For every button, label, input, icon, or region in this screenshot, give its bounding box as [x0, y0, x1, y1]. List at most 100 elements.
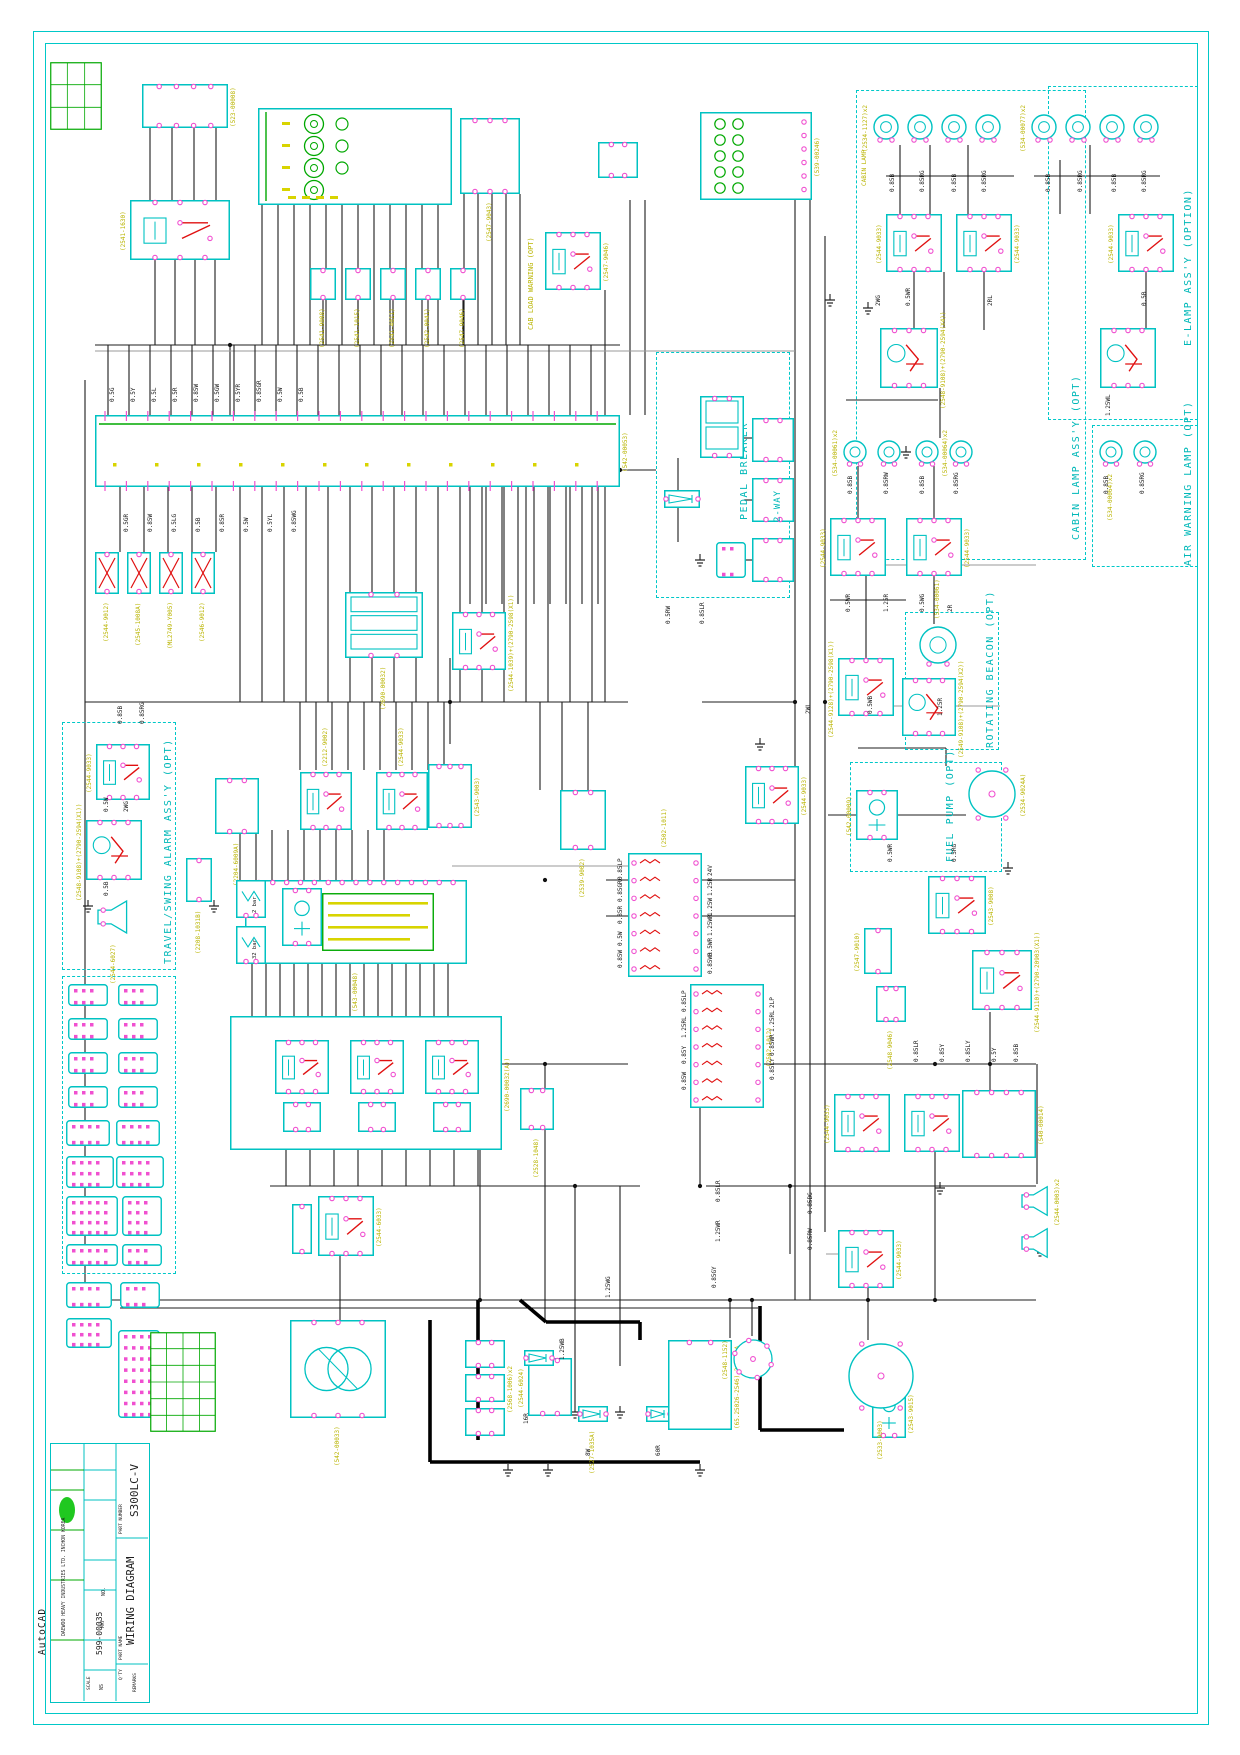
part-label-2544-9033: (2544-9033) [1014, 224, 1021, 264]
wire-label-0-85lp: 0.85LP [617, 858, 624, 880]
component-lamp [872, 112, 900, 143]
revision-table [50, 62, 102, 130]
component-relay [830, 517, 886, 577]
component-box [460, 117, 520, 195]
company-logo [59, 1497, 75, 1523]
wire-label-0-85b: 0.85B [889, 173, 896, 192]
wire-label-0-85rw: 0.85RW [807, 1228, 814, 1250]
wire-label-16r: 16R [523, 1413, 530, 1424]
wire-label-1-25wb: 1.25WB [559, 1338, 566, 1360]
wire-label-0-5l: 0.5L [151, 387, 158, 402]
model-number: S300LC-V [128, 1464, 141, 1517]
component-lamp [1098, 438, 1124, 467]
part-label-2548-1152: (2548-1152) [722, 1340, 729, 1380]
wire-label-2wl: 2WL [805, 703, 812, 714]
part-label-2690-00032-a: (2690-00032(A)) [504, 1057, 511, 1112]
scale-value: NS [99, 1683, 105, 1690]
region-label-rotating-beacon-opt: ROTATING BEACON (OPT) [985, 590, 996, 748]
part-label-534-00061-x2: (534-00061)x2 [832, 429, 839, 477]
wire-label-1-25rl: 1.25RL [769, 1010, 776, 1032]
part-label-2546-9012: (2546-9012) [199, 602, 206, 642]
wire-label-0-85b: 0.85B [1013, 1043, 1020, 1062]
drawing-number: 599-00035 [95, 1611, 104, 1655]
component-box [415, 267, 441, 301]
component-relay [834, 1093, 890, 1153]
wire-label-0-85rg: 0.85RG [919, 170, 926, 192]
component-connector [118, 1018, 158, 1040]
part-label-2544-9033: (2544-9033) [876, 224, 883, 264]
wire-label-0-5b: 0.5B [103, 881, 110, 896]
wire-label-1-25r: 1.25R [937, 697, 944, 716]
wire-label-0-85b: 0.85B [1111, 173, 1118, 192]
label-2-way: 2-WAY [773, 489, 783, 522]
wire-label-0-85lp: 0.85LP [681, 990, 688, 1012]
part-label-2568-1006-x2: (2568-1006)x2 [507, 1365, 514, 1413]
component-box [520, 1087, 554, 1131]
component-relay [452, 611, 506, 671]
region-air-warning-lamp-opt [1092, 425, 1198, 567]
part-label-2543-9003: (2543-9003) [474, 777, 481, 817]
wire-label-8w: 8W [585, 1448, 592, 1456]
component-xbox [191, 551, 215, 595]
part-label-ml2749-y005: (ML2749-Y005) [167, 602, 174, 650]
component-relay [425, 1039, 479, 1095]
wire-label-0-85b: 0.85B [919, 475, 926, 494]
wire-label-0-85b: 0.85B [1045, 173, 1052, 192]
component-lamp [948, 438, 974, 467]
part-label-2549-9108-2790-2594-x2: (2549-9108)+(2790-2594(X2)) [958, 660, 965, 759]
component-connector [66, 1244, 118, 1266]
component-box [215, 777, 259, 835]
part-label-2539-9002: (2539-9002) [579, 858, 586, 898]
wire-label-0-5r: 0.5R [172, 387, 179, 402]
field-qty: Q'TY [119, 1669, 124, 1680]
wire-label-0-85ly: 0.85LY [965, 1040, 972, 1062]
wire-label-24v: 24V [707, 865, 714, 876]
wire-label-0-85rg: 0.85RG [953, 472, 960, 494]
wire-label-0-85rg: 0.85RG [1077, 170, 1084, 192]
part-label-2544-9033: (2544-9033) [964, 528, 971, 568]
component-cbox [856, 789, 898, 841]
part-label-2544-9033: (2544-9033) [801, 776, 808, 816]
component-lamp [1132, 438, 1158, 467]
part-label-2528-1048: (2528-1048) [533, 1138, 540, 1178]
component-connector [66, 1120, 110, 1146]
wire-label-0-85w: 0.85W [147, 513, 154, 532]
junction-block [628, 853, 702, 977]
field-remarks: REMARKS [133, 1673, 138, 1692]
component-relay [838, 657, 894, 717]
wire-label-0-5wb: 0.5WB [867, 695, 874, 714]
part-label-2544-9033: (2544-9033) [896, 1240, 903, 1280]
component-lamp [1064, 112, 1092, 143]
part-label-2544-9033: (2544-9033) [86, 753, 93, 793]
component-connector [68, 1086, 108, 1108]
component-connector [122, 1196, 162, 1236]
wire-label-0-85rw: 0.85RW [883, 472, 890, 494]
region-cabin-lamp-ass-y-opt [856, 90, 1086, 560]
wire-label-0-85lr: 0.85LR [715, 1180, 722, 1202]
part-label-534-00061: (534-00061) [934, 579, 941, 619]
component-presswitch [236, 926, 266, 965]
region-x [62, 976, 176, 1274]
wire-label-0-5g: 0.5G [109, 387, 116, 402]
switch-label-2-bar: 2 bar [252, 896, 258, 913]
horn [1020, 1226, 1052, 1260]
wire-label-0-85b: 0.85B [847, 475, 854, 494]
wire-label-0-85w: 0.85W [193, 383, 200, 402]
gauge-cluster [258, 108, 452, 205]
lamp-connector [142, 83, 228, 129]
component-box [752, 537, 794, 583]
part-label-2534-9024a: (2534-9024A) [1020, 773, 1027, 817]
component-boxgrid [345, 591, 423, 659]
wire-label-0-5gw: 0.5GW [214, 383, 221, 402]
wire-label-1-25wl: 1.25WL [1105, 394, 1112, 416]
part-label-2544-6024: (2544-6024) [518, 1368, 525, 1408]
wire-label-0-85rg: 0.85RG [139, 702, 146, 724]
region-label-air-warning-lamp-opt: AIR WARNING LAMP (OPT) [1183, 400, 1194, 566]
wire-label-0-85rg: 0.85RG [1141, 170, 1148, 192]
component-box [433, 1101, 471, 1133]
large-connector [118, 1330, 160, 1418]
wire-label-0-5wr: 0.5WR [887, 843, 894, 862]
wire-label-0-85rg: 0.85RG [1139, 472, 1146, 494]
part-label-2547-9010: (2547-9010) [854, 932, 861, 972]
component-box [560, 789, 606, 851]
